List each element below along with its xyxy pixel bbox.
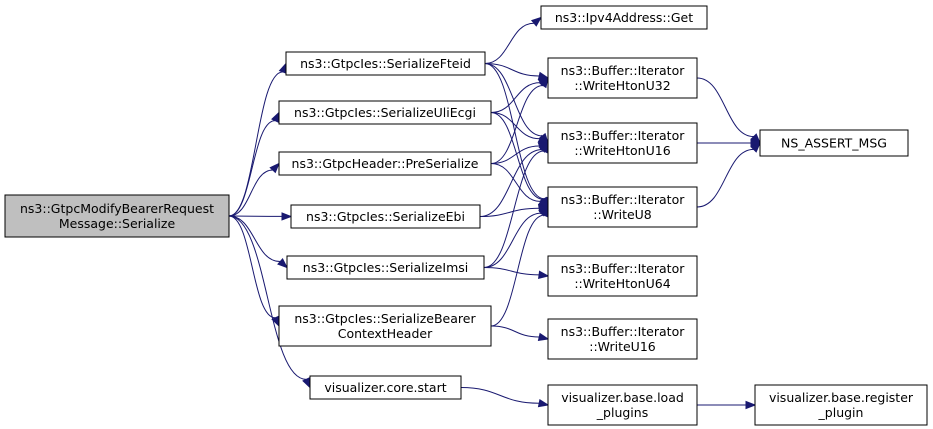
node-box xyxy=(547,122,698,164)
node-box xyxy=(278,100,492,125)
edge-uliecgi-to-w32 xyxy=(490,77,550,113)
node-vcstart[interactable]: visualizer.core.start xyxy=(309,375,462,400)
node-box xyxy=(285,51,486,76)
edge-fteid-to-w32 xyxy=(484,63,550,80)
node-box xyxy=(540,5,708,30)
node-label: ns3::GtpcIes::SerializeEbi xyxy=(306,209,465,224)
node-label: ns3::Ipv4Address::Get xyxy=(555,10,693,25)
edge-root-to-imsi xyxy=(228,215,289,269)
node-box xyxy=(286,255,485,280)
node-ebi[interactable]: ns3::GtpcIes::SerializeEbi xyxy=(290,204,481,229)
node-label: ns3::GtpcIes::SerializeBearer xyxy=(294,311,476,326)
node-label: Message::Serialize xyxy=(59,216,176,231)
edge-root-to-vcstart xyxy=(228,215,311,389)
node-label: _plugin xyxy=(818,405,864,420)
node-label: ns3::Buffer::Iterator xyxy=(561,192,686,207)
edges-layer xyxy=(228,16,762,410)
node-box xyxy=(547,57,698,99)
node-label: visualizer.core.start xyxy=(324,380,446,395)
node-bearer[interactable]: ns3::GtpcIes::SerializeBearerContextHead… xyxy=(278,305,492,347)
node-label: ns3::Buffer::Iterator xyxy=(561,128,686,143)
node-w64[interactable]: ns3::Buffer::Iterator::WriteHtonU64 xyxy=(547,255,698,297)
node-box xyxy=(547,255,698,297)
node-regplug[interactable]: visualizer.base.register_plugin xyxy=(754,384,928,426)
node-w32[interactable]: ns3::Buffer::Iterator::WriteHtonU32 xyxy=(547,57,698,99)
node-label: ::WriteHtonU64 xyxy=(574,276,670,291)
edge-root-to-ebi xyxy=(228,212,293,221)
edge-imsi-to-w16 xyxy=(483,141,549,268)
node-uliecgi[interactable]: ns3::GtpcIes::SerializeUliEcgi xyxy=(278,100,492,125)
node-box xyxy=(547,384,698,426)
node-label: ns3::GtpcHeader::PreSerialize xyxy=(292,156,479,171)
node-label: ContextHeader xyxy=(338,326,433,341)
nodes-layer: ns3::GtpcModifyBearerRequestMessage::Ser… xyxy=(4,5,928,426)
node-assert[interactable]: NS_ASSERT_MSG xyxy=(759,129,909,157)
node-label: ns3::GtpcIes::SerializeFteid xyxy=(300,56,471,71)
node-label: NS_ASSERT_MSG xyxy=(781,136,887,151)
edge-root-to-preser xyxy=(228,162,280,217)
node-root[interactable]: ns3::GtpcModifyBearerRequestMessage::Ser… xyxy=(4,194,230,238)
node-box xyxy=(754,384,928,426)
node-box xyxy=(547,318,698,360)
edge-preser-to-wu8 xyxy=(490,163,550,208)
node-loadplug[interactable]: visualizer.base.load_plugins xyxy=(547,384,698,426)
node-fteid[interactable]: ns3::GtpcIes::SerializeFteid xyxy=(285,51,486,76)
node-box xyxy=(4,194,230,238)
node-box xyxy=(309,375,462,400)
node-ipv4get[interactable]: ns3::Ipv4Address::Get xyxy=(540,5,708,30)
edge-fteid-to-ipv4get xyxy=(484,16,543,64)
node-box xyxy=(759,129,909,157)
node-label: ns3::Buffer::Iterator xyxy=(561,261,686,276)
node-label: visualizer.base.register xyxy=(769,390,914,405)
node-label: _plugins xyxy=(596,405,648,420)
edge-root-to-bearer xyxy=(228,215,280,328)
node-wu8[interactable]: ns3::Buffer::Iterator::WriteU8 xyxy=(547,186,698,228)
edge-wu8-to-assert xyxy=(696,142,761,208)
node-preser[interactable]: ns3::GtpcHeader::PreSerialize xyxy=(278,151,492,176)
edge-vcstart-to-loadplug xyxy=(460,387,550,408)
edge-bearer-to-wu8 xyxy=(490,205,549,327)
node-box xyxy=(278,305,492,347)
node-box xyxy=(278,151,492,176)
edge-bearer-to-wu16 xyxy=(490,325,550,342)
node-label: ns3::Buffer::Iterator xyxy=(561,63,686,78)
node-label: ns3::Buffer::Iterator xyxy=(561,324,686,339)
edge-root-to-fteid xyxy=(228,62,287,217)
node-label: ns3::GtpcModifyBearerRequest xyxy=(20,201,214,216)
node-label: ::WriteHtonU16 xyxy=(574,143,670,158)
edge-root-to-uliecgi xyxy=(228,111,280,217)
node-label: ::WriteU8 xyxy=(593,207,652,222)
edge-w16-to-assert xyxy=(696,138,762,148)
edge-w32-to-assert xyxy=(696,77,761,144)
node-box xyxy=(547,186,698,228)
node-wu16[interactable]: ns3::Buffer::Iterator::WriteU16 xyxy=(547,318,698,360)
node-label: ns3::GtpcIes::SerializeUliEcgi xyxy=(294,105,476,120)
node-label: ::WriteU16 xyxy=(589,339,656,354)
edge-fteid-to-w16 xyxy=(484,63,549,145)
edge-preser-to-w32 xyxy=(490,76,549,164)
node-box xyxy=(290,204,481,229)
node-label: ns3::GtpcIes::SerializeImsi xyxy=(303,260,468,275)
edge-loadplug-to-regplug xyxy=(697,400,757,410)
node-w16[interactable]: ns3::Buffer::Iterator::WriteHtonU16 xyxy=(547,122,698,164)
node-label: visualizer.base.load xyxy=(561,390,684,405)
node-label: ::WriteHtonU32 xyxy=(574,78,670,93)
node-imsi[interactable]: ns3::GtpcIes::SerializeImsi xyxy=(286,255,485,280)
edge-imsi-to-w64 xyxy=(483,267,550,279)
